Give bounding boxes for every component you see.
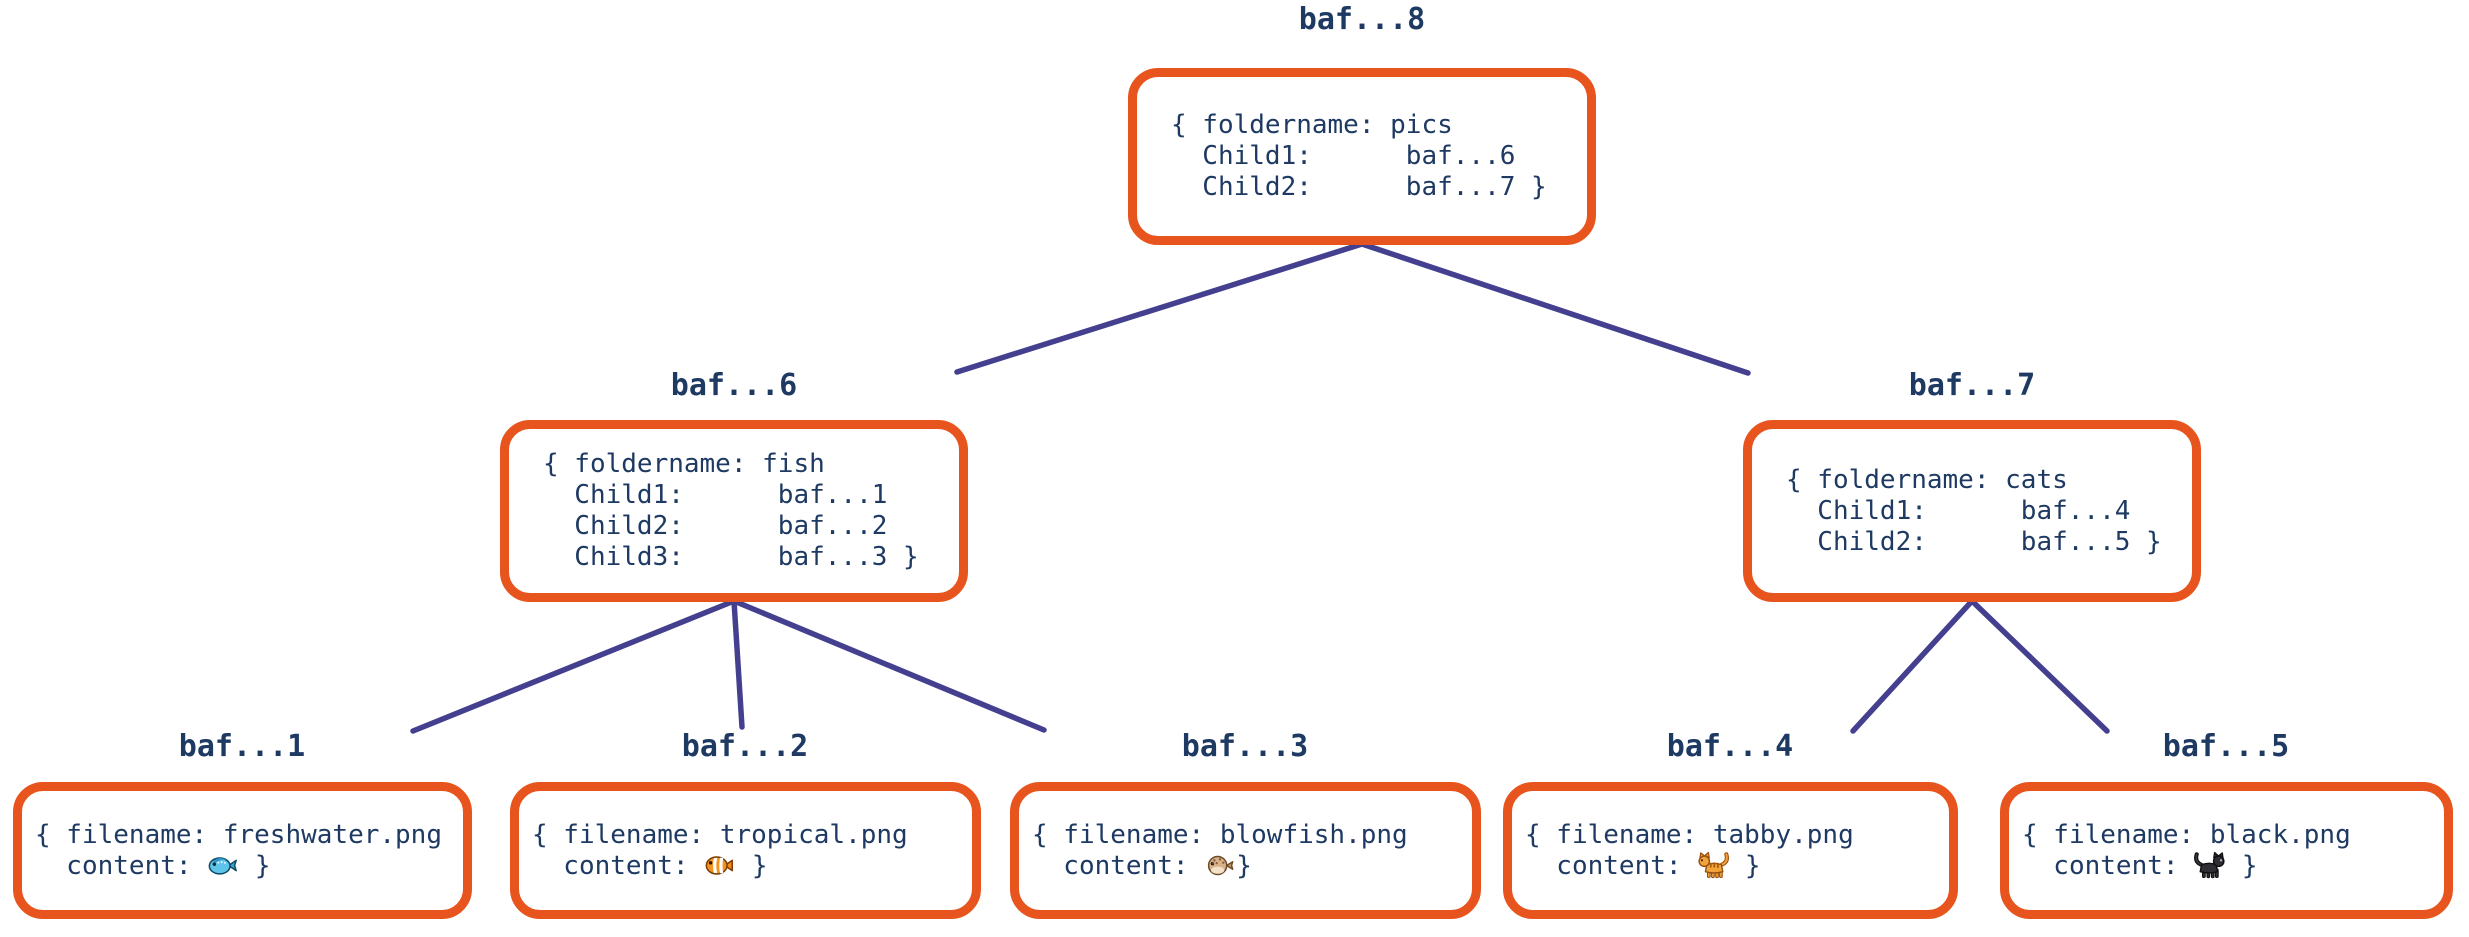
- node-box-leaf-freshwater: { filename: freshwater.png content: }: [13, 782, 472, 919]
- tabby-cat-icon: [1697, 851, 1730, 880]
- node-line: Child2: baf...2: [543, 511, 888, 541]
- node-box-root-pics: { foldername: pics Child1: baf...6 Child…: [1128, 68, 1596, 245]
- node-line: { foldername: fish: [543, 449, 825, 479]
- edge-pics-fish: [954, 241, 1365, 375]
- node-line: Child1: baf...1: [543, 480, 888, 510]
- node-line: Child1: baf...4: [1786, 495, 2131, 526]
- node-line: { foldername: cats: [1786, 464, 2068, 495]
- tropical-fish-icon: [704, 851, 736, 880]
- closing-brace: }: [2226, 850, 2258, 881]
- freshwater-fish-icon: [207, 851, 239, 880]
- node-label-root: baf...8: [1298, 2, 1426, 37]
- node-box-cats-folder: { foldername: cats Child1: baf...4 Child…: [1743, 420, 2201, 602]
- node-box-fish-folder: { foldername: fish Child1: baf...1 Child…: [500, 420, 968, 602]
- edge-fish-blowfish: [731, 598, 1047, 733]
- content-label: content:: [1032, 850, 1205, 881]
- node-line: { filename: tropical.png: [532, 819, 908, 850]
- closing-brace: }: [239, 850, 271, 881]
- node-line: content: }: [2022, 851, 2444, 882]
- blowfish-icon: [1204, 851, 1236, 880]
- node-box-leaf-tropical: { filename: tropical.png content: }: [510, 782, 981, 919]
- node-label-leaf-freshwater: baf...1: [178, 729, 306, 764]
- closing-brace: }: [1729, 850, 1761, 881]
- node-line: content: }: [35, 851, 463, 882]
- node-line: content: }: [532, 851, 972, 882]
- node-line: { filename: blowfish.png: [1032, 819, 1408, 850]
- node-line: content: }: [1032, 851, 1472, 882]
- edge-pics-cats: [1359, 241, 1751, 376]
- node-line: { filename: tabby.png: [1525, 819, 1854, 850]
- node-label-leaf-tabby: baf...4: [1666, 729, 1794, 764]
- node-line: content: }: [1525, 851, 1949, 882]
- content-label: content:: [35, 850, 208, 881]
- black-cat-icon: [2194, 851, 2226, 880]
- node-box-leaf-black: { filename: black.png content: }: [2000, 782, 2453, 919]
- closing-brace: }: [1236, 850, 1252, 881]
- node-line: { filename: freshwater.png: [35, 819, 442, 850]
- node-line: Child2: baf...5 }: [1786, 526, 2162, 557]
- node-label-leaf-tropical: baf...2: [681, 729, 809, 764]
- edge-cats-tabby: [1850, 598, 1975, 734]
- node-line: Child1: baf...6: [1171, 141, 1516, 171]
- node-line: { filename: black.png: [2022, 819, 2351, 850]
- content-label: content:: [532, 850, 705, 881]
- node-box-leaf-blowfish: { filename: blowfish.png content: }: [1010, 782, 1481, 919]
- edge-fish-tropical: [731, 598, 745, 730]
- content-label: content:: [1525, 850, 1698, 881]
- node-label-cats-folder: baf...7: [1908, 368, 2036, 403]
- node-label-leaf-black: baf...5: [2162, 729, 2290, 764]
- edge-fish-freshwater: [410, 598, 737, 734]
- node-label-fish-folder: baf...6: [670, 368, 798, 403]
- edge-cats-black: [1969, 598, 2110, 734]
- node-box-leaf-tabby: { filename: tabby.png content: }: [1503, 782, 1958, 919]
- node-label-leaf-blowfish: baf...3: [1181, 729, 1309, 764]
- content-label: content:: [2022, 850, 2195, 881]
- node-line: Child3: baf...3 }: [543, 542, 919, 572]
- node-line: Child2: baf...7 }: [1171, 172, 1547, 202]
- closing-brace: }: [736, 850, 768, 881]
- node-line: { foldername: pics: [1171, 110, 1453, 140]
